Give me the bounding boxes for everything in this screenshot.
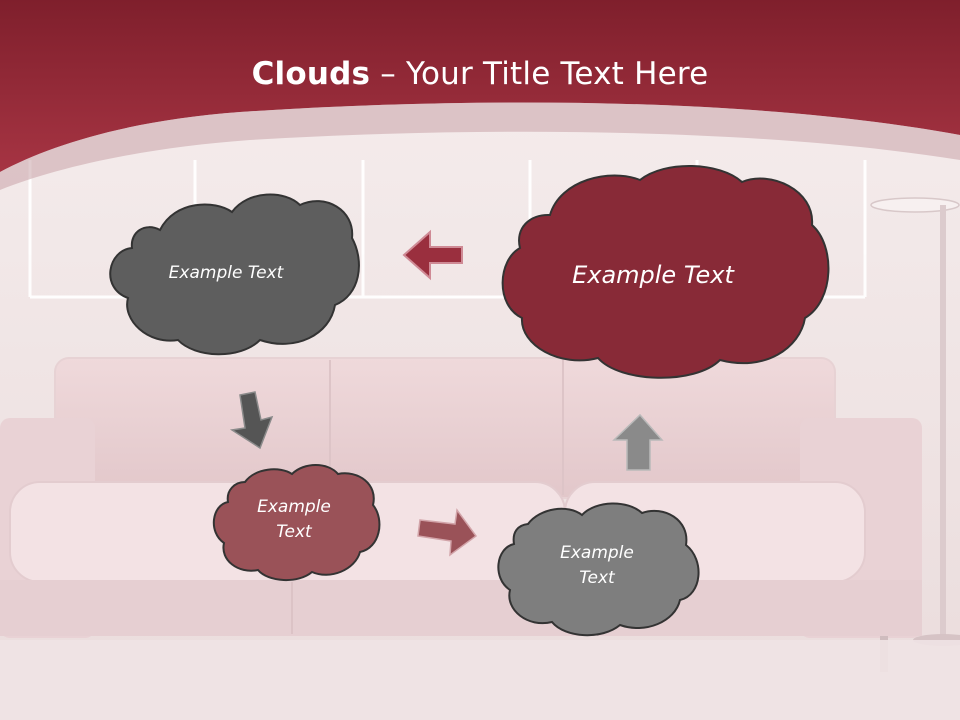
cloud-3 — [213, 464, 381, 582]
flow-arrows — [229, 229, 664, 557]
header-band — [0, 0, 960, 172]
floor — [0, 640, 960, 720]
cloud-1-label: Example Text — [168, 263, 284, 284]
cloud-shapes — [109, 164, 830, 637]
title-bold: Clouds — [251, 56, 371, 92]
cloud-2-label: Example Text — [572, 261, 734, 289]
cloud-2 — [501, 164, 830, 379]
arrow-left-icon — [402, 229, 463, 281]
arrow-down-icon — [229, 391, 274, 450]
cloud-3-label: Example Text — [257, 496, 331, 543]
title-dash: – — [370, 56, 406, 92]
cloud-4 — [497, 502, 700, 637]
arrow-up-icon — [612, 413, 664, 471]
title-rest: Your Title Text Here — [406, 56, 709, 92]
arrow-right-icon — [417, 508, 478, 557]
cloud-4-label: Example Text — [560, 542, 634, 589]
cloud-1 — [109, 193, 360, 356]
header-swoosh — [0, 102, 960, 190]
slide-title: Clouds – Your Title Text Here — [0, 52, 960, 96]
